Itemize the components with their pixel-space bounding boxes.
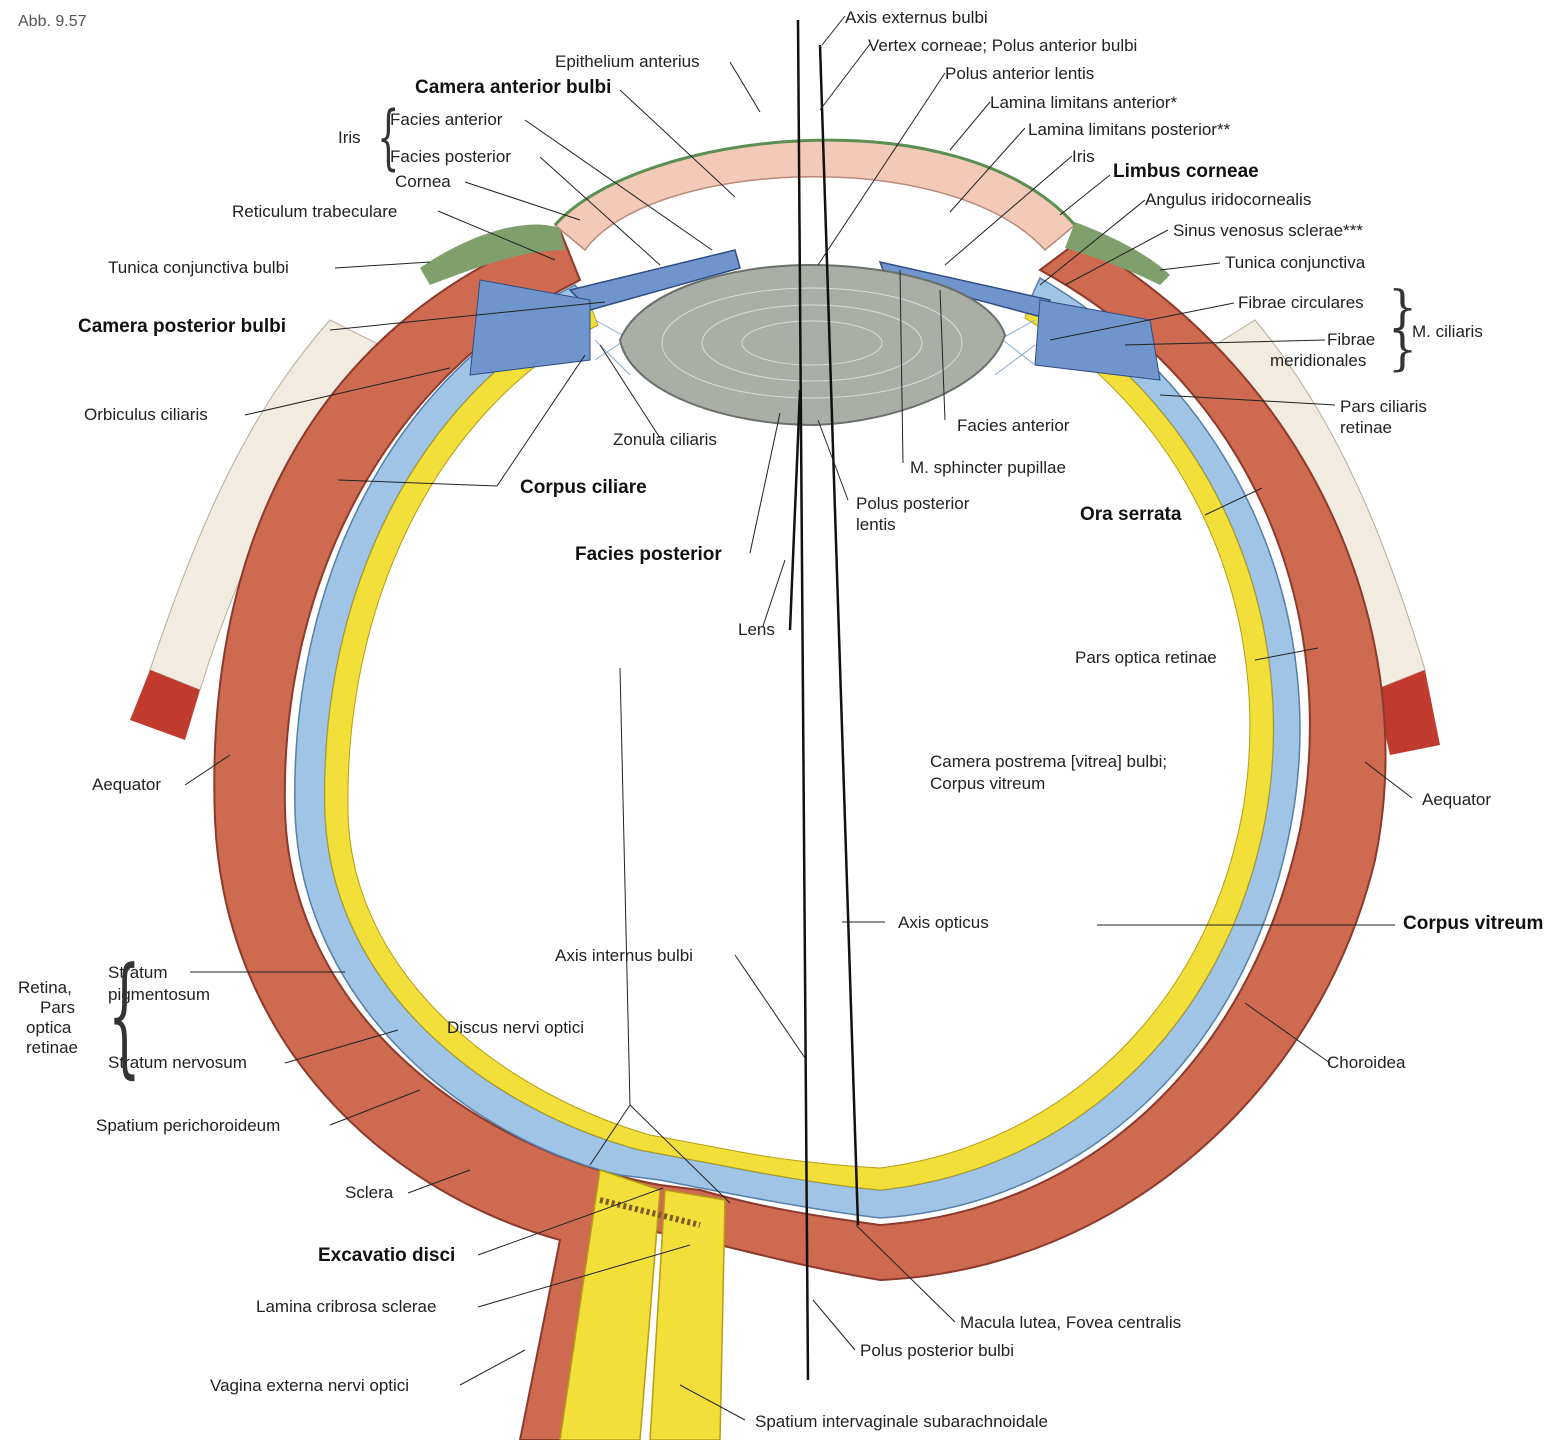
label-lamina-limitans-anterior: Lamina limitans anterior*: [990, 93, 1177, 113]
label-orbiculus-ciliaris: Orbiculus ciliaris: [84, 405, 208, 425]
label-excavatio-disci: Excavatio disci: [318, 1246, 455, 1266]
label-camera-postrema: Camera postrema [vitrea] bulbi;: [930, 752, 1167, 772]
label-retina-optica: optica: [26, 1018, 71, 1038]
label-discus-nervi-optici: Discus nervi optici: [447, 1018, 584, 1038]
label-camera-postrema-corpus-vitreum: Corpus vitreum: [930, 774, 1045, 794]
label-fibrae: Fibrae: [1327, 330, 1375, 350]
label-facies-posterior: Facies posterior: [575, 545, 722, 565]
label-limbus-corneae: Limbus corneae: [1113, 162, 1259, 182]
label-facies-anterior-lentis: Facies anterior: [957, 416, 1069, 436]
label-sclera: Sclera: [345, 1183, 393, 1203]
label-macula-lutea: Macula lutea, Fovea centralis: [960, 1313, 1181, 1333]
label-angulus-iridocornealis: Angulus iridocornealis: [1145, 190, 1311, 210]
label-spatium-intervaginale: Spatium intervaginale subarachnoidale: [755, 1412, 1048, 1432]
label-camera-anterior-bulbi: Camera anterior bulbi: [415, 78, 611, 98]
label-vertex-corneae: Vertex corneae; Polus anterior bulbi: [868, 36, 1137, 56]
label-meridionales: meridionales: [1270, 351, 1366, 371]
label-tunica-conjunctiva-bulbi: Tunica conjunctiva bulbi: [108, 258, 289, 278]
label-aequator-right: Aequator: [1422, 790, 1491, 810]
label-fibrae-circulares: Fibrae circulares: [1238, 293, 1364, 313]
label-axis-externus-bulbi: Axis externus bulbi: [845, 8, 988, 28]
label-retina-pars: Pars: [40, 998, 75, 1018]
label-axis-internus-bulbi: Axis internus bulbi: [555, 946, 693, 966]
label-camera-posterior-bulbi: Camera posterior bulbi: [78, 317, 286, 337]
label-m-ciliaris: M. ciliaris: [1412, 322, 1483, 342]
label-polus-posterior: Polus posterior: [856, 494, 969, 514]
label-lamina-limitans-posterior: Lamina limitans posterior**: [1028, 120, 1230, 140]
label-tunica-conjunctiva-right: Tunica conjunctiva: [1225, 253, 1365, 273]
label-polus-anterior-lentis: Polus anterior lentis: [945, 64, 1094, 84]
label-choroidea: Choroidea: [1327, 1053, 1405, 1073]
label-iris-facies-posterior: Facies posterior: [390, 147, 511, 167]
label-lamina-cribrosa: Lamina cribrosa sclerae: [256, 1297, 436, 1317]
label-m-sphincter-pupillae: M. sphincter pupillae: [910, 458, 1066, 478]
label-iris-left: Iris: [338, 128, 361, 148]
label-iris-facies-anterior: Facies anterior: [390, 110, 502, 130]
label-corpus-ciliare: Corpus ciliare: [520, 478, 647, 498]
label-spatium-perichoroideum: Spatium perichoroideum: [96, 1116, 280, 1136]
label-pars-ciliaris-retinae: retinae: [1340, 418, 1392, 438]
label-pars-optica-retinae: Pars optica retinae: [1075, 648, 1217, 668]
label-vagina-externa: Vagina externa nervi optici: [210, 1376, 409, 1396]
label-polus-posterior-lentis: lentis: [856, 515, 896, 535]
label-zonula-ciliaris: Zonula ciliaris: [613, 430, 717, 450]
label-iris-right: Iris: [1072, 147, 1095, 167]
label-lens: Lens: [738, 620, 775, 640]
label-sinus-venosus-sclerae: Sinus venosus sclerae***: [1173, 221, 1363, 241]
label-polus-posterior-bulbi: Polus posterior bulbi: [860, 1341, 1014, 1361]
label-cornea: Cornea: [395, 172, 451, 192]
label-pars-ciliaris: Pars ciliaris: [1340, 397, 1427, 417]
label-retina-retinae: retinae: [26, 1038, 78, 1058]
label-corpus-vitreum: Corpus vitreum: [1403, 914, 1543, 934]
label-axis-opticus: Axis opticus: [898, 913, 989, 933]
label-retina: Retina,: [18, 978, 72, 998]
figure-number: Abb. 9.57: [18, 12, 87, 32]
label-epithelium-anterius: Epithelium anterius: [555, 52, 700, 72]
label-reticulum-trabeculare: Reticulum trabeculare: [232, 202, 397, 222]
label-aequator-left: Aequator: [92, 775, 161, 795]
retina-bracket: {: [108, 950, 141, 1080]
label-ora-serrata: Ora serrata: [1080, 505, 1181, 525]
